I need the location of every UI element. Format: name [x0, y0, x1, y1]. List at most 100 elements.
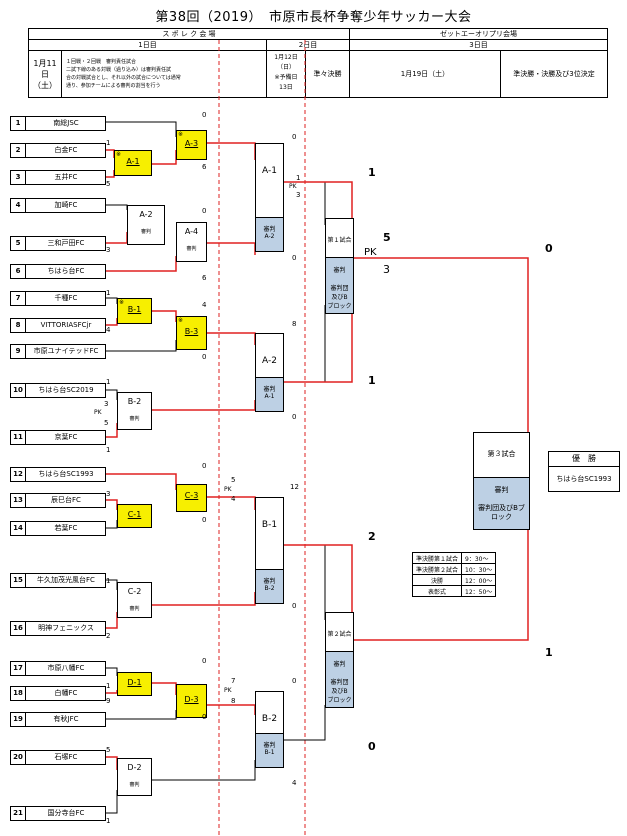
team-11-number: 11	[11, 431, 26, 444]
match-a1-label: A-1	[126, 157, 140, 166]
team-15-number: 15	[11, 574, 26, 587]
score: 7	[231, 677, 236, 685]
qf-a1-referee: 審判 A-2	[256, 217, 283, 251]
team-9-number: 9	[11, 345, 26, 358]
champion-label: 優 勝	[548, 451, 620, 467]
sf-2: 第２試合審判 審判団 及びB ブロック	[325, 612, 354, 708]
day1-date-line1: 1月11	[33, 58, 57, 68]
score: 8	[231, 697, 236, 705]
quarterfinal-label: 準々決勝	[313, 70, 342, 78]
team-19-name: 有秋JFC	[53, 715, 79, 723]
score: 0	[292, 677, 297, 685]
score: 1	[106, 682, 111, 690]
sf-1-referee: 審判 審判団 及びB ブロック	[326, 257, 353, 313]
match-c3-label: C-3	[184, 491, 199, 500]
match-b3: ※B-3	[176, 316, 207, 350]
team-13-number: 13	[11, 494, 26, 507]
score: 0	[292, 413, 297, 421]
match-c2-referee: 審判	[129, 606, 140, 612]
team-14-name: 若葉FC	[54, 524, 78, 532]
schedule-time: 10：30〜	[461, 563, 497, 575]
score: 3	[383, 263, 390, 276]
mark-a3: ※	[178, 131, 184, 138]
match-b2-label: B-2	[127, 397, 142, 406]
score: 0	[202, 111, 207, 119]
match-b1-label: B-1	[127, 305, 142, 314]
team-12-number: 12	[11, 468, 26, 481]
score: 0	[202, 462, 207, 470]
score: 4	[202, 301, 207, 309]
match-d3-label: D-3	[184, 695, 199, 704]
final-note: 準決勝・決勝及び3位決定	[499, 50, 609, 98]
score: 8	[292, 320, 297, 328]
team-14-number: 14	[11, 522, 26, 535]
sf-1: 第１試合審判 審判団 及びB ブロック	[325, 218, 354, 314]
match-b3-label: B-3	[184, 327, 199, 336]
pk-label: PK	[289, 183, 297, 190]
score: 1	[368, 166, 376, 179]
team-15-name: 牛久加茂光風台FC	[37, 576, 95, 584]
score: 2	[106, 632, 111, 640]
day2-date-line2: （日）	[276, 64, 295, 71]
score: 0	[202, 353, 207, 361]
score: 0	[202, 207, 207, 215]
team-18-number: 18	[11, 687, 26, 700]
score: 6	[202, 274, 207, 282]
score: 3	[296, 191, 301, 199]
pk-label: PK	[94, 409, 102, 416]
day1-date-line2: 日	[41, 69, 49, 79]
team-21-name: 国分寺台FC	[47, 809, 85, 817]
team-17-name: 市原八幡FC	[47, 664, 85, 672]
match-d2-referee: 審判	[129, 782, 140, 788]
champion-team: ちはら台SC1993	[548, 466, 620, 492]
mark-b1: ※	[119, 299, 125, 306]
match-a2-referee: 審判	[140, 229, 151, 235]
team-13-name: 辰巳台FC	[51, 496, 81, 504]
qf-a2-referee: 審判 A-1	[256, 377, 283, 411]
team-10-number: 10	[11, 384, 26, 397]
schedule-header-table: ス ポ レ ク 会 場 ゼットエーオリプリ会場 1日目 2日目 3日目 1月11…	[28, 28, 609, 98]
team-18-name: 白幡FC	[54, 689, 78, 697]
score: 5	[231, 476, 236, 484]
team-16-name: 明神フェニックス	[38, 624, 94, 632]
match-a4-label: A-4	[184, 227, 199, 236]
match-a1: ※A-1	[114, 150, 152, 176]
team-17: 17 市原八幡FC	[10, 661, 106, 676]
score: 3	[106, 490, 111, 498]
day1-note: １回戦・２回戦 審判責任試合 二試下線のある対戦（過り込み）は審判責任試 合の対…	[61, 50, 267, 98]
team-4-name: 加崎FC	[54, 201, 78, 209]
team-17-number: 17	[11, 662, 26, 675]
team-1-name: 南総JSC	[53, 119, 79, 127]
team-14: 14 若葉FC	[10, 521, 106, 536]
team-11-name: 京葉FC	[54, 433, 78, 441]
team-8-number: 8	[11, 319, 26, 332]
final-label: 第３試合	[487, 450, 516, 458]
score: 1	[106, 139, 111, 147]
score: 1	[106, 289, 111, 297]
schedule-key: 準決勝第１試合	[411, 552, 463, 564]
team-13: 13 辰巳台FC	[10, 493, 106, 508]
schedule-time: 12：50〜	[461, 585, 497, 597]
team-12-name: ちはら台SC1993	[38, 470, 94, 478]
team-3-number: 3	[11, 171, 26, 184]
team-7-name: 千種FC	[54, 294, 78, 302]
team-15: 15 牛久加茂光風台FC	[10, 573, 106, 588]
pk-label: PK	[224, 486, 232, 493]
match-d1: D-1	[117, 672, 152, 696]
team-10-name: ちはら台SC2019	[38, 386, 94, 394]
qf-a2-label: A-2	[262, 356, 277, 366]
day2-date: 1月12日 （日） ※予備日 13日	[267, 51, 306, 97]
team-2-number: 2	[11, 144, 26, 157]
